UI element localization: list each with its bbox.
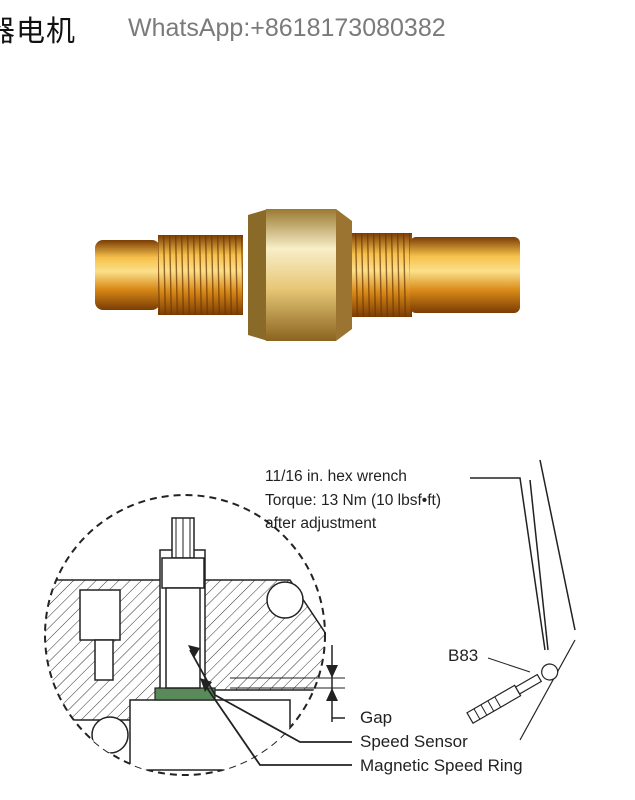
speed-sensor-photo	[95, 209, 520, 341]
installation-diagram	[44, 459, 576, 776]
note-hex-wrench: 11/16 in. hex wrench	[265, 468, 407, 485]
sensor-tip-left	[95, 240, 160, 310]
brand-text: 器电机	[0, 14, 77, 48]
callout-magnetic-speed-ring: Magnetic Speed Ring	[360, 756, 523, 775]
callout-speed-sensor: Speed Sensor	[360, 732, 468, 751]
sensor-body-right	[410, 237, 520, 313]
note-after-adjustment: after adjustment	[265, 515, 377, 532]
b83-sensor-drawing	[466, 663, 559, 725]
header: 器电机 WhatsApp:+8618173080382	[0, 0, 635, 60]
note-torque: Torque: 13 Nm (10 lbsf•ft)	[265, 492, 441, 509]
sensor-hex-nut	[248, 209, 268, 341]
magnetic-speed-ring	[129, 699, 291, 771]
whatsapp-contact: WhatsApp:+8618173080382	[128, 14, 446, 42]
callout-gap: Gap	[360, 708, 393, 727]
part-code-b83: B83	[448, 646, 479, 665]
